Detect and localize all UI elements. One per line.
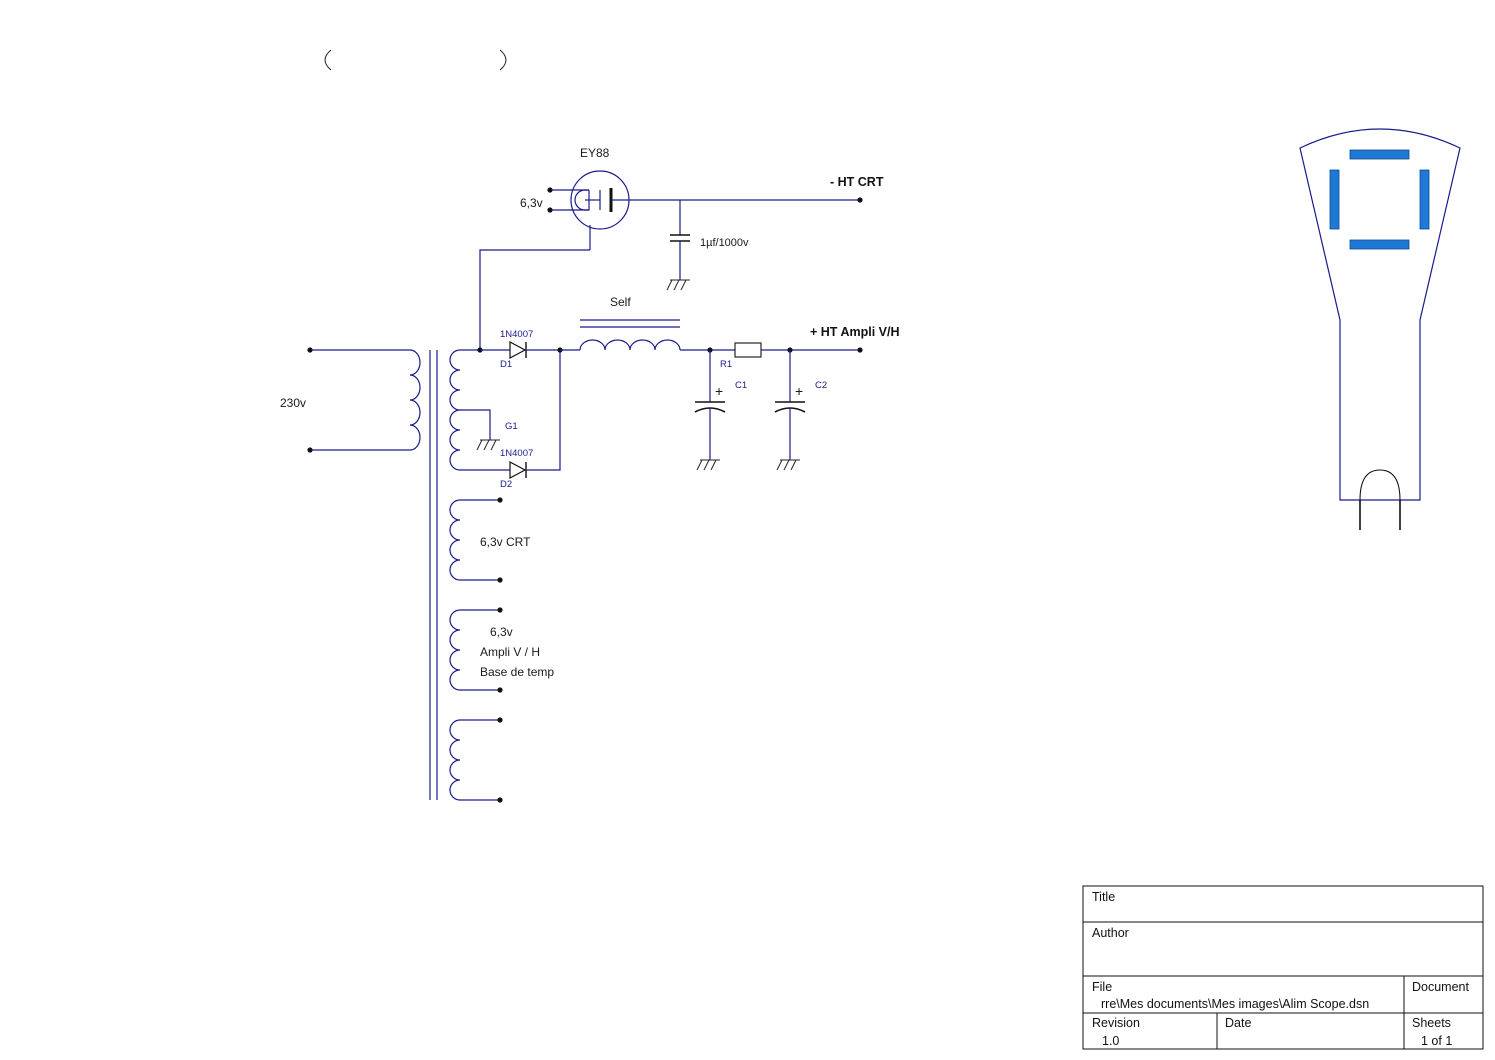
hv-capacitor[interactable] [666,200,690,291]
tb-document-label: Document [1412,980,1469,994]
c1-ref: C1 [735,380,747,391]
tb-file-value: rre\Mes documents\Mes images\Alim Scope.… [1101,997,1369,1011]
tb-revision-label: Revision [1092,1016,1140,1030]
title-block [1082,885,1484,1050]
capacitor-c2[interactable] [774,350,806,471]
g1-ref: G1 [505,421,518,432]
tube-label: EY88 [580,146,610,160]
crt-plate-left [1329,169,1340,230]
winding-crt-heater[interactable] [449,497,503,583]
tb-file-label: File [1092,980,1112,994]
c2-ref: C2 [815,380,827,391]
transformer-primary[interactable] [307,347,421,453]
ht-ampli-label: + HT Ampli V/H [810,325,899,339]
transformer-core [429,350,438,800]
ey88-tube[interactable] [547,170,630,250]
d2-ref: D2 [500,479,512,490]
r1-ref: R1 [720,359,732,370]
c1-plus: + [715,383,723,399]
crt-heater-label: 6,3v CRT [480,535,531,549]
tb-sheets-value: 1 of 1 [1421,1034,1452,1048]
winding4-line1: 6,3v [490,625,513,639]
winding4-line3: Base de temp [480,665,554,679]
hv-crt-label: - HT CRT [830,175,884,189]
winding-ampli-heater[interactable] [449,607,503,693]
crt-plate-right [1419,169,1430,230]
transformer-secondary-hv[interactable] [449,347,510,471]
capacitor-c1[interactable] [694,350,726,471]
heater-label: 6,3v [520,196,543,210]
tb-date-label: Date [1225,1016,1251,1030]
d1-ref: D1 [500,359,512,370]
diode-d2[interactable] [509,347,563,479]
d2-type: 1N4007 [500,448,533,459]
tb-sheets-label: Sheets [1412,1016,1451,1030]
hv-cap-label: 1µf/1000v [700,237,749,249]
hv-crt-output[interactable] [611,197,863,203]
d1-type: 1N4007 [500,329,533,340]
choke-self[interactable] [560,319,735,353]
crt-plate-top [1349,149,1410,160]
resistor-r1[interactable] [734,342,863,358]
tb-author-label: Author [1092,926,1129,940]
winding-spare[interactable] [449,717,503,803]
mains-label: 230v [280,396,306,410]
c2-plus: + [795,383,803,399]
winding4-line2: Ampli V / H [480,645,540,659]
crt-tube-drawing [1299,128,1461,530]
tb-revision-value: 1.0 [1102,1034,1119,1048]
self-label: Self [610,295,631,309]
crt-plate-bottom [1349,239,1410,250]
tb-title-label: Title [1092,890,1115,904]
diode-d1[interactable] [480,341,560,359]
bracket-marks [324,49,507,71]
